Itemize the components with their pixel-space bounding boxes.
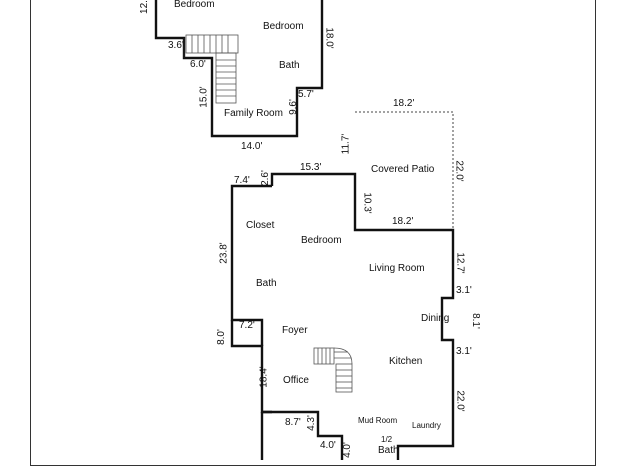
lower-floor-bottom [260,410,344,460]
dim-family-left: 15.0' [198,86,210,108]
kitchen-label: Kitchen [389,356,423,367]
living-room-label: Living Room [369,263,425,274]
dim-upper-stair-w: 6.0' [190,59,206,70]
dim-patio-right: 22.0' [453,160,465,182]
dim-foyer-top: 7.2' [239,320,255,331]
upper-bath-label: Bath [279,60,300,71]
dim-upper-jog-h: 9.6' [287,99,299,115]
upper-bedroom-right-label: Bedroom [263,21,304,32]
dim-patio-inner: 10.3' [361,192,373,214]
dim-upper-stair-h: 3.6' [168,40,184,51]
dim-lower-top-wall: 15.3' [300,162,322,173]
dim-lower-bottom-notch: 4.3' [305,415,317,431]
dim-dining-wall: 8.1' [469,313,481,329]
dim-lower-left-lower: 8.0' [215,329,227,345]
upper-bedroom-left-label: Bedroom [174,0,215,10]
dim-dining-jog-top: 3.1' [456,285,472,296]
dim-half-bath-width: 4.0' [320,440,336,451]
dim-lower-top-left: 7.4' [234,175,250,186]
lower-floor-outline [230,172,455,460]
family-room-label: Family Room [224,108,283,119]
closet-label: Closet [246,220,275,231]
dim-lower-bottom-left: 8.7' [285,417,301,428]
covered-patio-label: Covered Patio [371,164,435,175]
mud-room-label: Mud Room [358,416,398,425]
dim-lower-right-lower: 22.0' [454,390,466,412]
lower-bath-label: Bath [256,278,277,289]
lower-bedroom-label: Bedroom [301,235,342,246]
dim-patio-top: 18.2' [393,98,415,109]
dim-patio-left: 11.7' [340,133,352,155]
dim-upper-bottom: 14.0' [241,141,263,152]
dim-upper-left-top: 12. [138,0,150,14]
dim-lower-right-upper: 12.7' [454,252,466,274]
dim-patio-bottom: 18.2' [392,216,414,227]
dim-upper-jog-w: 5.7' [298,89,314,100]
half-bath-number: 1/2 [381,435,393,444]
dim-office-left: 18.4' [258,366,270,388]
half-bath-label: Bath [378,445,399,456]
foyer-label: Foyer [282,325,308,336]
dim-half-bath-height: 4.0' [341,442,353,458]
upper-stair [185,34,239,104]
upper-floor-outline [154,0,324,138]
laundry-label: Laundry [412,421,441,430]
dim-upper-right-wall: 18.0' [323,27,335,49]
lower-stair [313,347,353,393]
dim-lower-left-wall: 23.8' [218,242,230,264]
office-label: Office [283,375,309,386]
dining-label: Dining [421,313,450,324]
dim-dining-jog-bottom: 3.1' [456,346,472,357]
dim-lower-top-notch: 2.6' [259,170,271,186]
